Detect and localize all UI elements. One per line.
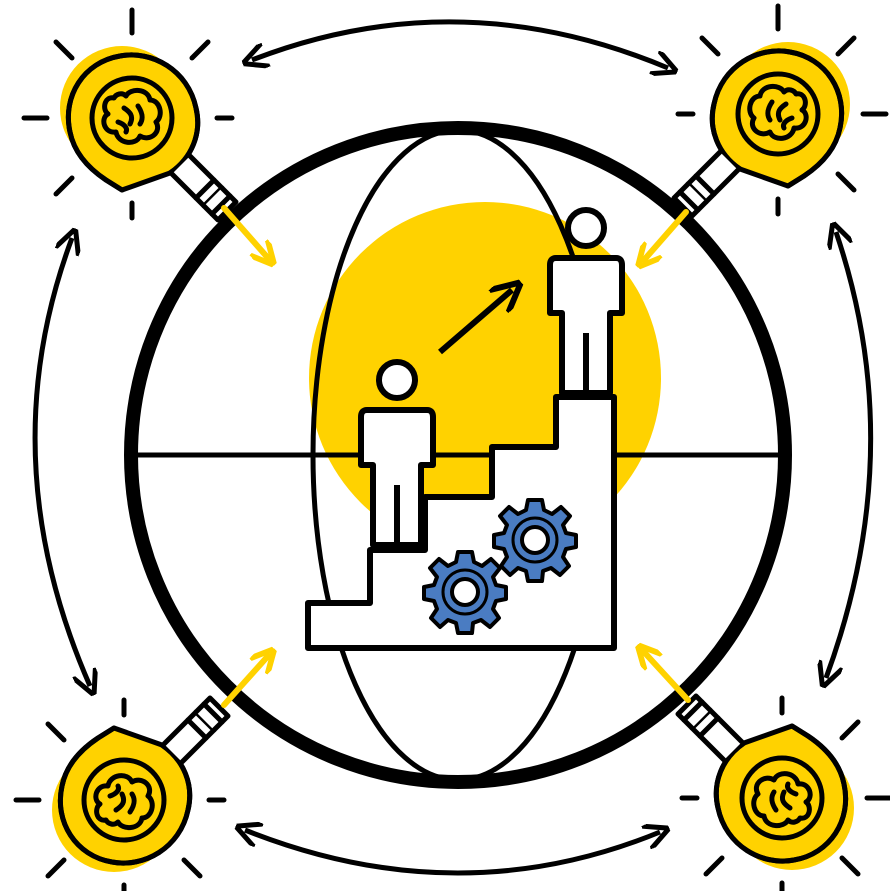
yellow-arrow-icon-top-right <box>644 209 689 260</box>
double-headed-arrow-icon-bottom <box>245 830 660 876</box>
double-headed-arrow-icon-top <box>252 19 668 68</box>
double-headed-arrow-icon-left <box>32 238 90 686</box>
gear-icon-small <box>422 550 508 635</box>
yellow-arrow-icon-bottom-right <box>644 652 691 703</box>
yellow-arrow-icon-bottom-left <box>221 656 268 708</box>
gear-icon-large <box>492 498 578 583</box>
growth-arrow-icon <box>438 290 512 355</box>
yellow-arrow-icon-top-left <box>221 205 268 258</box>
stairs-icon <box>305 394 617 651</box>
double-headed-arrow-icon-right <box>826 232 874 678</box>
